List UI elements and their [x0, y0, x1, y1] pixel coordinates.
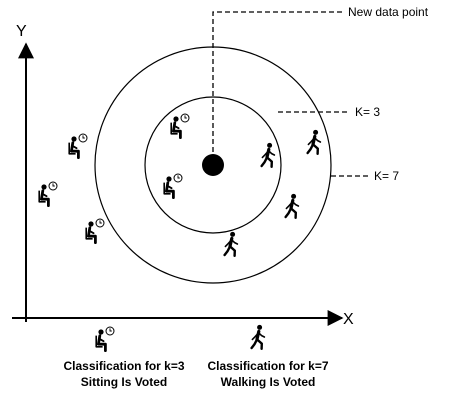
y-axis-label: Y: [16, 23, 27, 40]
k3-circle: [144, 96, 282, 234]
caption-k7-line2: Walking Is Voted: [221, 375, 316, 389]
walking-icon: [284, 192, 300, 220]
x-axis-label: X: [343, 311, 354, 328]
new-data-point: [202, 154, 224, 176]
new-point-label: New data point: [348, 5, 429, 19]
sitting-icon: [162, 172, 184, 200]
caption-k3-line1: Classification for k=3: [63, 359, 184, 373]
caption-k3-line2: Sitting Is Voted: [81, 375, 167, 389]
caption-k7-line1: Classification for k=7: [207, 359, 328, 373]
k3-label: K= 3: [355, 105, 380, 119]
walking-icon: [223, 230, 239, 258]
k7-label: K= 7: [374, 169, 399, 183]
sitting-icon: [37, 180, 59, 208]
sitting-icon: [169, 112, 191, 140]
walking-icon: [306, 128, 322, 156]
walking-legend-icon: [250, 323, 266, 351]
sitting-icon: [67, 132, 89, 160]
new-point-leader: [212, 11, 342, 152]
sitting-icon: [84, 217, 106, 245]
sitting-legend-icon: [94, 325, 116, 353]
walking-icon: [260, 141, 276, 169]
